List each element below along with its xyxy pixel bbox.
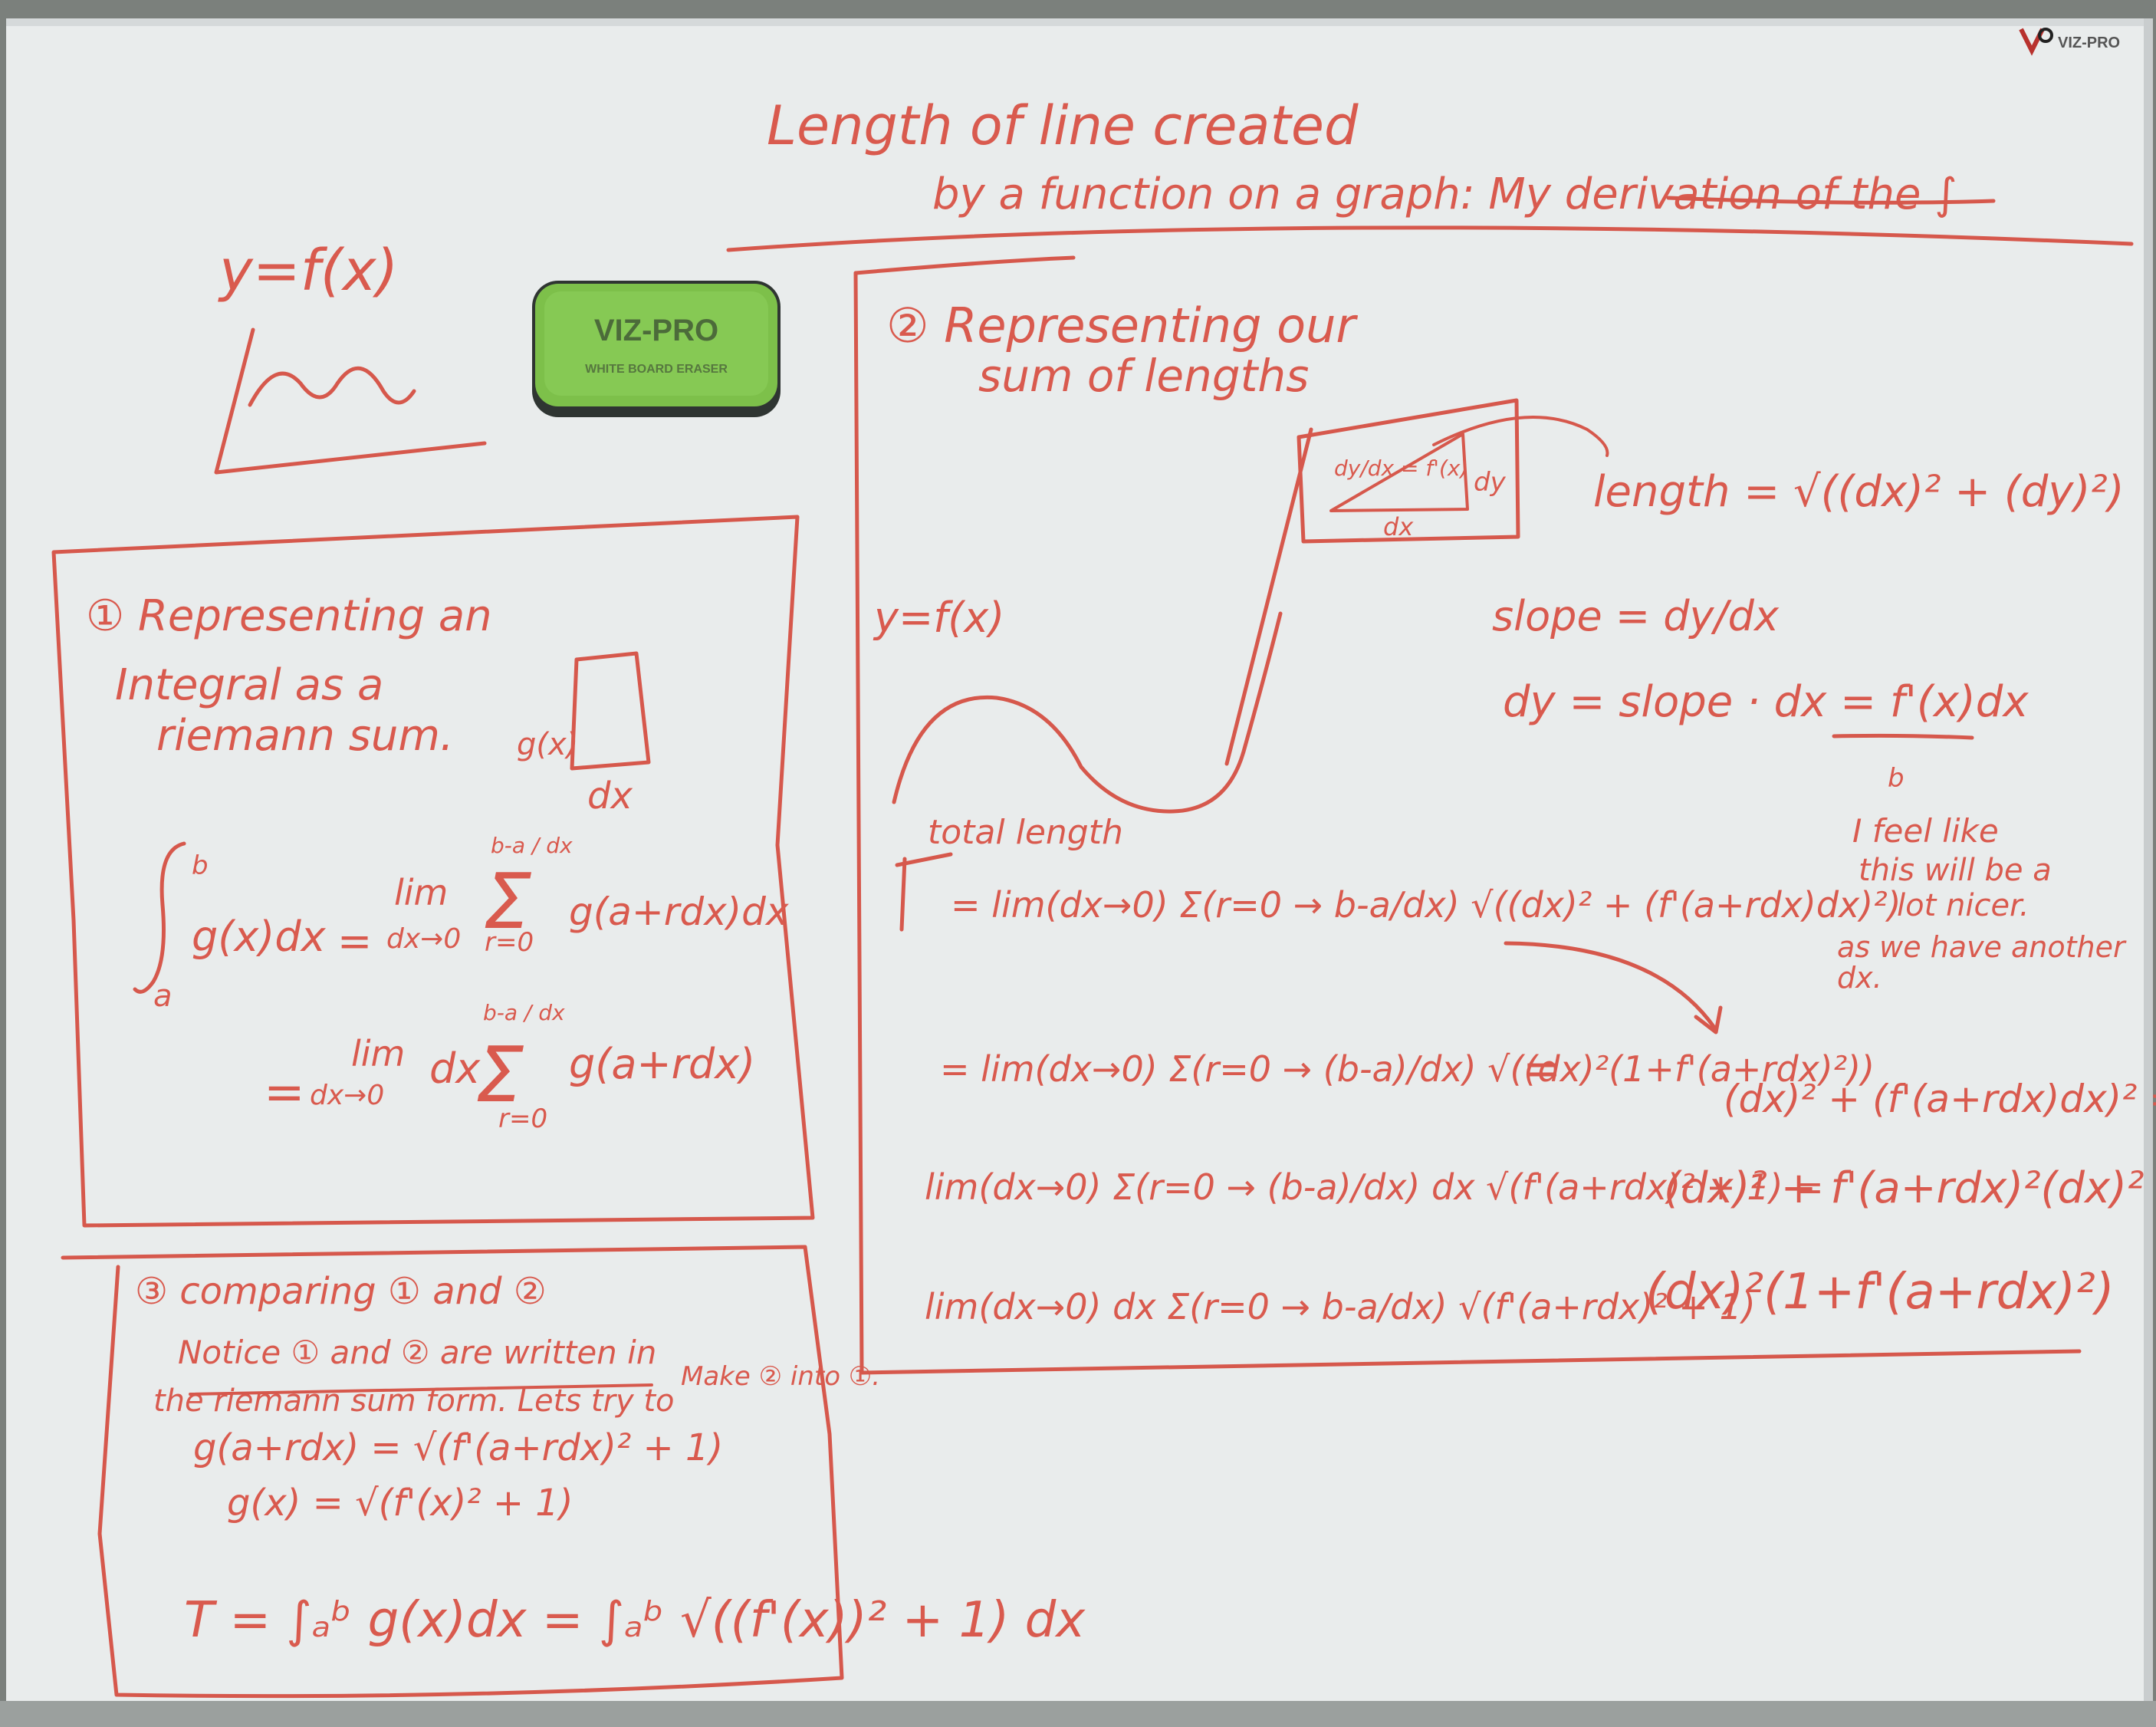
- g-eq-2: g(x) = √(f'(x)² + 1): [227, 1482, 574, 1525]
- section-3-make-note: Make ② into ①.: [681, 1361, 880, 1392]
- whiteboard-eraser[interactable]: VIZ-PRO WHITE BOARD ERASER: [532, 281, 781, 417]
- title-line-1: Length of line created: [767, 94, 1359, 157]
- axes-sketch: [214, 327, 487, 475]
- eq-c: lim(dx→0) dx Σ(r=0 → b-a/dx) √(f'(a+rdx)…: [925, 1286, 1756, 1327]
- sum-sign-2: Σ: [475, 1030, 524, 1120]
- svg-text:dx→0: dx→0: [310, 1080, 384, 1111]
- section-3-box: [61, 1245, 844, 1699]
- title-underline-long: [726, 225, 2134, 252]
- svg-text:r=0: r=0: [485, 927, 534, 958]
- g-eq-1: g(a+rdx) = √(f'(a+rdx)² + 1): [193, 1426, 723, 1469]
- svg-text:=: =: [264, 1064, 305, 1121]
- top-left-function-label: y=f(x): [218, 238, 398, 304]
- svg-text:=: =: [337, 917, 372, 965]
- svg-text:=: =: [1523, 1042, 1561, 1096]
- integral-sign-1: [133, 841, 186, 994]
- strip-width-label: dx: [587, 775, 633, 817]
- expansion-arrow: [1504, 941, 1717, 1030]
- section-2-heading-2: sum of lengths: [978, 350, 1309, 402]
- section-3-notice-1: Notice ① and ② are written in: [178, 1334, 656, 1371]
- corner-logo-text: VIZ-PRO: [2058, 35, 2120, 51]
- zoom-inset-box: [1297, 398, 1520, 544]
- svg-text:b: b: [1888, 763, 1905, 794]
- function-curve: [892, 611, 1283, 814]
- section-1-heading-3: riemann sum.: [156, 711, 454, 761]
- svg-text:r=0: r=0: [498, 1104, 547, 1134]
- svg-text:dx→0: dx→0: [386, 923, 461, 955]
- section-3: ③ comparing ① and ② Notice ① and ② are w…: [61, 1245, 1086, 1699]
- eq1-rhs: g(a+rdx)dx: [569, 890, 789, 934]
- eraser-brand: VIZ-PRO: [594, 314, 718, 347]
- section-1-box: [51, 515, 815, 1228]
- integrand-1: g(x)dx: [192, 913, 327, 961]
- title-line-2: by a function on a graph: My derivation …: [932, 169, 1957, 219]
- top-left-sketch: y=f(x): [214, 238, 487, 475]
- T-symbol: [895, 852, 953, 932]
- riemann-strip: [570, 651, 651, 771]
- slope-triangle: [1329, 433, 1469, 512]
- slope-equation: slope = dy/dx: [1492, 592, 1780, 640]
- inset-dy-label: dy: [1474, 467, 1507, 498]
- svg-text:b-a / dx: b-a / dx: [483, 1000, 565, 1025]
- section-1: ① Representing an Integral as a riemann …: [51, 515, 815, 1228]
- eq-T: = lim(dx→0) Σ(r=0 → b-a/dx) √((dx)² + (f…: [951, 884, 1901, 926]
- svg-text:this will be a: this will be a: [1859, 853, 2052, 888]
- length-equation: length = √((dx)² + (dy)²): [1593, 467, 2125, 517]
- svg-text:lim: lim: [351, 1033, 405, 1074]
- eq-a: = lim(dx→0) Σ(r=0 → (b-a)/dx) √((dx)²(1+…: [940, 1048, 1875, 1090]
- inset-dx-label: dx: [1383, 512, 1414, 541]
- section-1-heading-1: ① Representing an: [86, 591, 492, 641]
- whiteboard-surface: [6, 18, 2153, 1718]
- svg-text:as we have another: as we have another: [1837, 930, 2127, 964]
- side-note: I feel like this will be a lot nicer. as…: [1837, 812, 2127, 995]
- section-2-border: [853, 271, 2082, 1375]
- svg-text:a: a: [153, 979, 173, 1014]
- section-2-heading-1: ② Representing our: [886, 298, 1358, 354]
- expand-1: (dx)² + (f'(a+rdx)dx)² =: [1724, 1077, 2156, 1121]
- svg-text:dx: dx: [429, 1044, 481, 1093]
- title-underline-short: [1666, 196, 1996, 205]
- inset-slope-label: dy/dx = f'(x): [1334, 456, 1468, 481]
- total-length-label: total length: [928, 813, 1123, 852]
- svg-text:lim: lim: [394, 872, 448, 913]
- marker-tray: [0, 1701, 2156, 1727]
- eraser-subtitle: WHITE BOARD ERASER: [585, 363, 728, 376]
- strip-height-label: g(x): [517, 727, 578, 762]
- T-integral-eq: T = ∫ₐᵇ g(x)dx = ∫ₐᵇ √((f'(x))² + 1) dx: [184, 1592, 1086, 1649]
- svg-text:dx.: dx.: [1837, 961, 1882, 995]
- sum-sign-1: Σ: [483, 857, 531, 946]
- expand-3: (dx)²(1+f'(a+rdx)²): [1645, 1264, 2115, 1321]
- svg-text:b: b: [192, 850, 209, 881]
- zoom-pointer-line: [1224, 427, 1313, 766]
- section-2: ② Representing our sum of lengths y=f(x)…: [853, 255, 2156, 1375]
- wavy-curve-sketch: [248, 366, 416, 407]
- eq-b: lim(dx→0) Σ(r=0 → (b-a)/dx) dx √(f'(a+rd…: [925, 1166, 1824, 1208]
- curve-label: y=f(x): [873, 594, 1004, 642]
- eq2-rhs: g(a+rdx): [569, 1040, 755, 1088]
- dy-equation: dy = slope · dx = f'(x)dx: [1503, 677, 2029, 727]
- inset-arrow: [1432, 416, 1609, 457]
- svg-text:I feel like: I feel like: [1852, 812, 1999, 850]
- svg-text:lot nicer.: lot nicer.: [1897, 888, 2029, 923]
- section-1-heading-2: Integral as a: [115, 660, 383, 710]
- viz-pro-corner-logo: VIZ-PRO: [2019, 28, 2120, 56]
- svg-text:b-a / dx: b-a / dx: [491, 833, 573, 858]
- title: Length of line created by a function on …: [726, 94, 2134, 252]
- expand-2: (dx)² + f'(a+rdx)²(dx)² =: [1664, 1163, 2156, 1213]
- section-3-heading: ③ comparing ① and ②: [135, 1270, 547, 1313]
